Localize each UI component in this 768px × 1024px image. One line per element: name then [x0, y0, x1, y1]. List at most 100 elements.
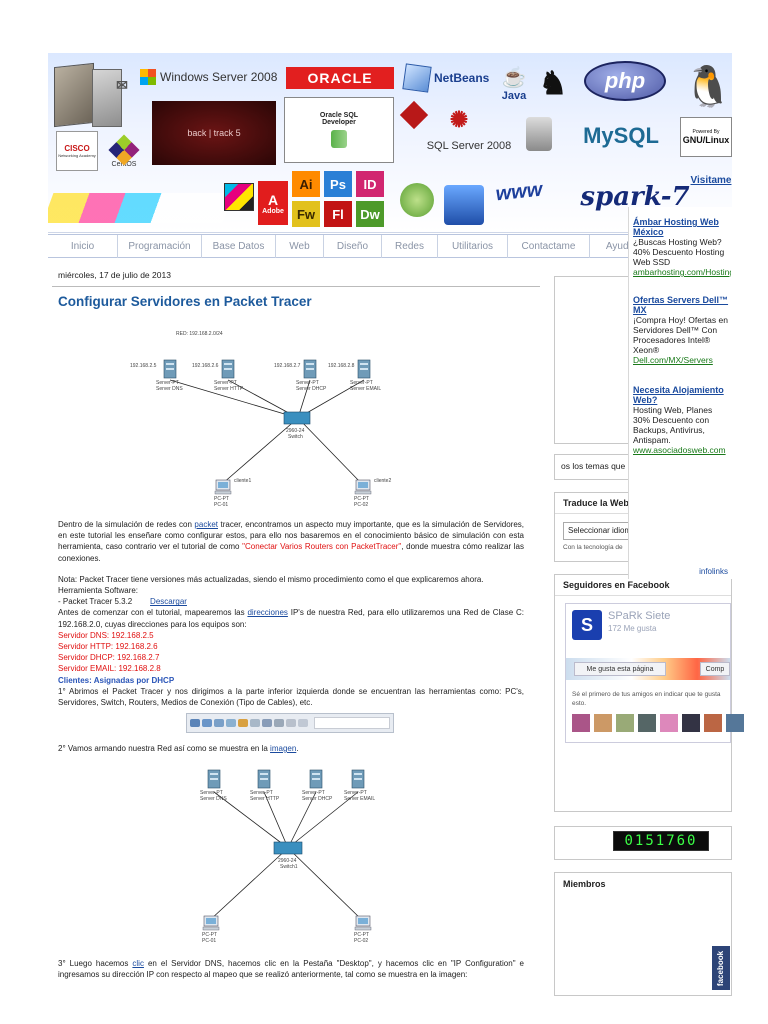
nav-item-ayuda[interactable]: Ayuda	[590, 235, 650, 258]
dreamweaver-icon: Dw	[356, 201, 384, 227]
packet-tracer-toolbar-image	[186, 713, 394, 733]
ad-url[interactable]: Dell.com/MX/Servers	[633, 355, 713, 365]
follower-avatar[interactable]	[726, 714, 744, 732]
centos-logo: CentOS	[104, 131, 144, 175]
nav-label: Redes	[395, 241, 424, 252]
ad-url[interactable]: www.asociadosweb.com	[633, 445, 726, 455]
follower-avatar[interactable]	[594, 714, 612, 732]
blue-server-stack-icon	[444, 185, 484, 225]
nav-label: Diseño	[336, 241, 369, 252]
client-label: cliente2	[374, 478, 391, 484]
fb-share-button[interactable]: Comp	[700, 662, 730, 676]
ad-title[interactable]: Ofertas Servers Dell™ MX	[633, 295, 729, 315]
server-label: Server-PT	[296, 380, 319, 386]
imagen-link[interactable]: imagen	[270, 744, 297, 753]
facebook-followers-box: Seguidores en Facebook S SPaRk Siete 172…	[554, 574, 744, 812]
post-date: miércoles, 17 de julio de 2013	[58, 270, 171, 280]
nav-item-base-datos[interactable]: Base Datos	[202, 235, 276, 258]
mysql-logo: MySQL	[578, 119, 664, 153]
windows-flag-icon	[140, 69, 156, 85]
server-label: Server DHCP	[302, 796, 333, 802]
fb-follower-avatars	[572, 714, 744, 732]
fb-page-likes: 172 Me gusta	[608, 624, 657, 633]
intro-text-b: tracer, encontramos un aspecto muy impor…	[58, 520, 525, 552]
mysql-label: MySQL	[583, 123, 659, 148]
nav-item-web[interactable]: Web	[276, 235, 324, 258]
pc-label: PC-PT	[202, 932, 217, 938]
visit-counter-value: 0151760	[624, 833, 698, 849]
tux-icon: 🐧	[683, 64, 732, 109]
fb-page-avatar[interactable]: S	[572, 610, 602, 640]
packettracer-box-logo	[92, 69, 122, 127]
nav-item-contactame[interactable]: Contactame	[508, 235, 590, 258]
follower-avatar[interactable]	[704, 714, 722, 732]
post-body: Dentro de la simulación de redes con pac…	[58, 519, 524, 708]
visitame-link[interactable]: Visitame	[688, 171, 732, 189]
ai-label: Ai	[299, 176, 313, 192]
fb-page-name[interactable]: SPaRk Siete	[608, 610, 671, 622]
conectar-routers-link[interactable]: "Conectar Varios Routers con PacketTrace…	[242, 542, 402, 552]
infolinks-label[interactable]: infolinks	[699, 567, 728, 576]
server-ip-dhcp: Servidor DHCP: 192.168.2.7	[58, 653, 160, 663]
duke-mascot-icon: ♞	[538, 65, 568, 101]
nav-label: Ayuda	[605, 241, 635, 252]
windows-server-logo: Windows Server 2008	[140, 65, 280, 89]
ad-title[interactable]: Necesita Alojamiento Web?	[633, 385, 724, 405]
nav-item-programacion[interactable]: Programación	[118, 235, 202, 258]
step-1: 1° Abrimos el Packet Tracer y nos dirigi…	[58, 686, 524, 708]
toolbar-cable-icon	[238, 719, 248, 727]
nav-item-utilitarios[interactable]: Utilitarios	[438, 235, 508, 258]
ad-block-3[interactable]: Necesita Alojamiento Web? Hosting Web, P…	[633, 385, 731, 455]
netbeans-cube-icon	[402, 63, 432, 93]
server-ip-label: 192.168.2.6	[192, 363, 219, 369]
java-cup-icon: ☕	[501, 66, 527, 89]
step-3: 3° Luego hacemos clic en el Servidor DNS…	[58, 958, 524, 980]
clic-link[interactable]: clic	[132, 959, 144, 968]
mapping-text-b: IP's de nuestra Red, para ello utilizare…	[58, 608, 524, 629]
ad-block-1[interactable]: Ámbar Hosting Web México ¿Buscas Hosting…	[633, 217, 731, 277]
mapping-paragraph: Antes de comenzar con el tutorial, mapea…	[58, 607, 524, 629]
ad-body: ¡Compra Hoy! Ofertas en Servidores Dell™…	[633, 315, 728, 355]
follower-avatar[interactable]	[572, 714, 590, 732]
switch-label: 2960-24	[278, 858, 297, 864]
fb-like-page-button[interactable]: Me gusta esta página	[574, 662, 666, 676]
follower-avatar[interactable]	[638, 714, 656, 732]
facebook-side-tab[interactable]: facebook	[712, 946, 730, 990]
nav-label: Programación	[128, 241, 191, 252]
server-ip-http: Servidor HTTP: 192.168.2.6	[58, 642, 158, 652]
download-link[interactable]: Descargar	[150, 597, 187, 607]
nav-item-diseno[interactable]: Diseño	[324, 235, 382, 258]
post-title[interactable]: Configurar Servidores en Packet Tracer	[58, 294, 312, 309]
ad-url[interactable]: ambarhosting.com/Hosting	[633, 267, 731, 277]
pc-label: PC-01	[214, 502, 228, 508]
green-disc-icon	[400, 183, 434, 217]
pc-label: PC-PT	[214, 496, 229, 502]
ad-block-2[interactable]: Ofertas Servers Dell™ MX ¡Compra Hoy! Of…	[633, 295, 731, 365]
packet-link[interactable]: packet	[194, 520, 218, 529]
pc-label: PC-PT	[354, 496, 369, 502]
magnifier-icon: ✉	[116, 76, 128, 93]
oracle-label: ORACLE	[307, 70, 373, 86]
follower-avatar[interactable]	[682, 714, 700, 732]
ad-title[interactable]: Ámbar Hosting Web México	[633, 217, 719, 237]
fl-label: Fl	[332, 206, 344, 222]
follower-avatar[interactable]	[660, 714, 678, 732]
step-3-text-a: 3° Luego hacemos	[58, 959, 133, 968]
server-label: Server-PT	[214, 380, 237, 386]
nav-item-redes[interactable]: Redes	[382, 235, 438, 258]
follower-avatar[interactable]	[616, 714, 634, 732]
toolbar-hub-icon	[214, 719, 224, 727]
nav-item-inicio[interactable]: Inicio	[48, 235, 118, 258]
diagram2-switch: 2960-24 Switch1	[273, 841, 303, 870]
software-label: Herramienta Software:	[58, 586, 139, 596]
infolinks-ads: Ámbar Hosting Web México ¿Buscas Hosting…	[628, 207, 732, 579]
java-logo: ☕ Java	[496, 59, 532, 107]
direcciones-link[interactable]: direcciones	[247, 608, 288, 618]
fireworks-icon: Fw	[292, 201, 320, 227]
www-logo: www	[482, 169, 556, 214]
